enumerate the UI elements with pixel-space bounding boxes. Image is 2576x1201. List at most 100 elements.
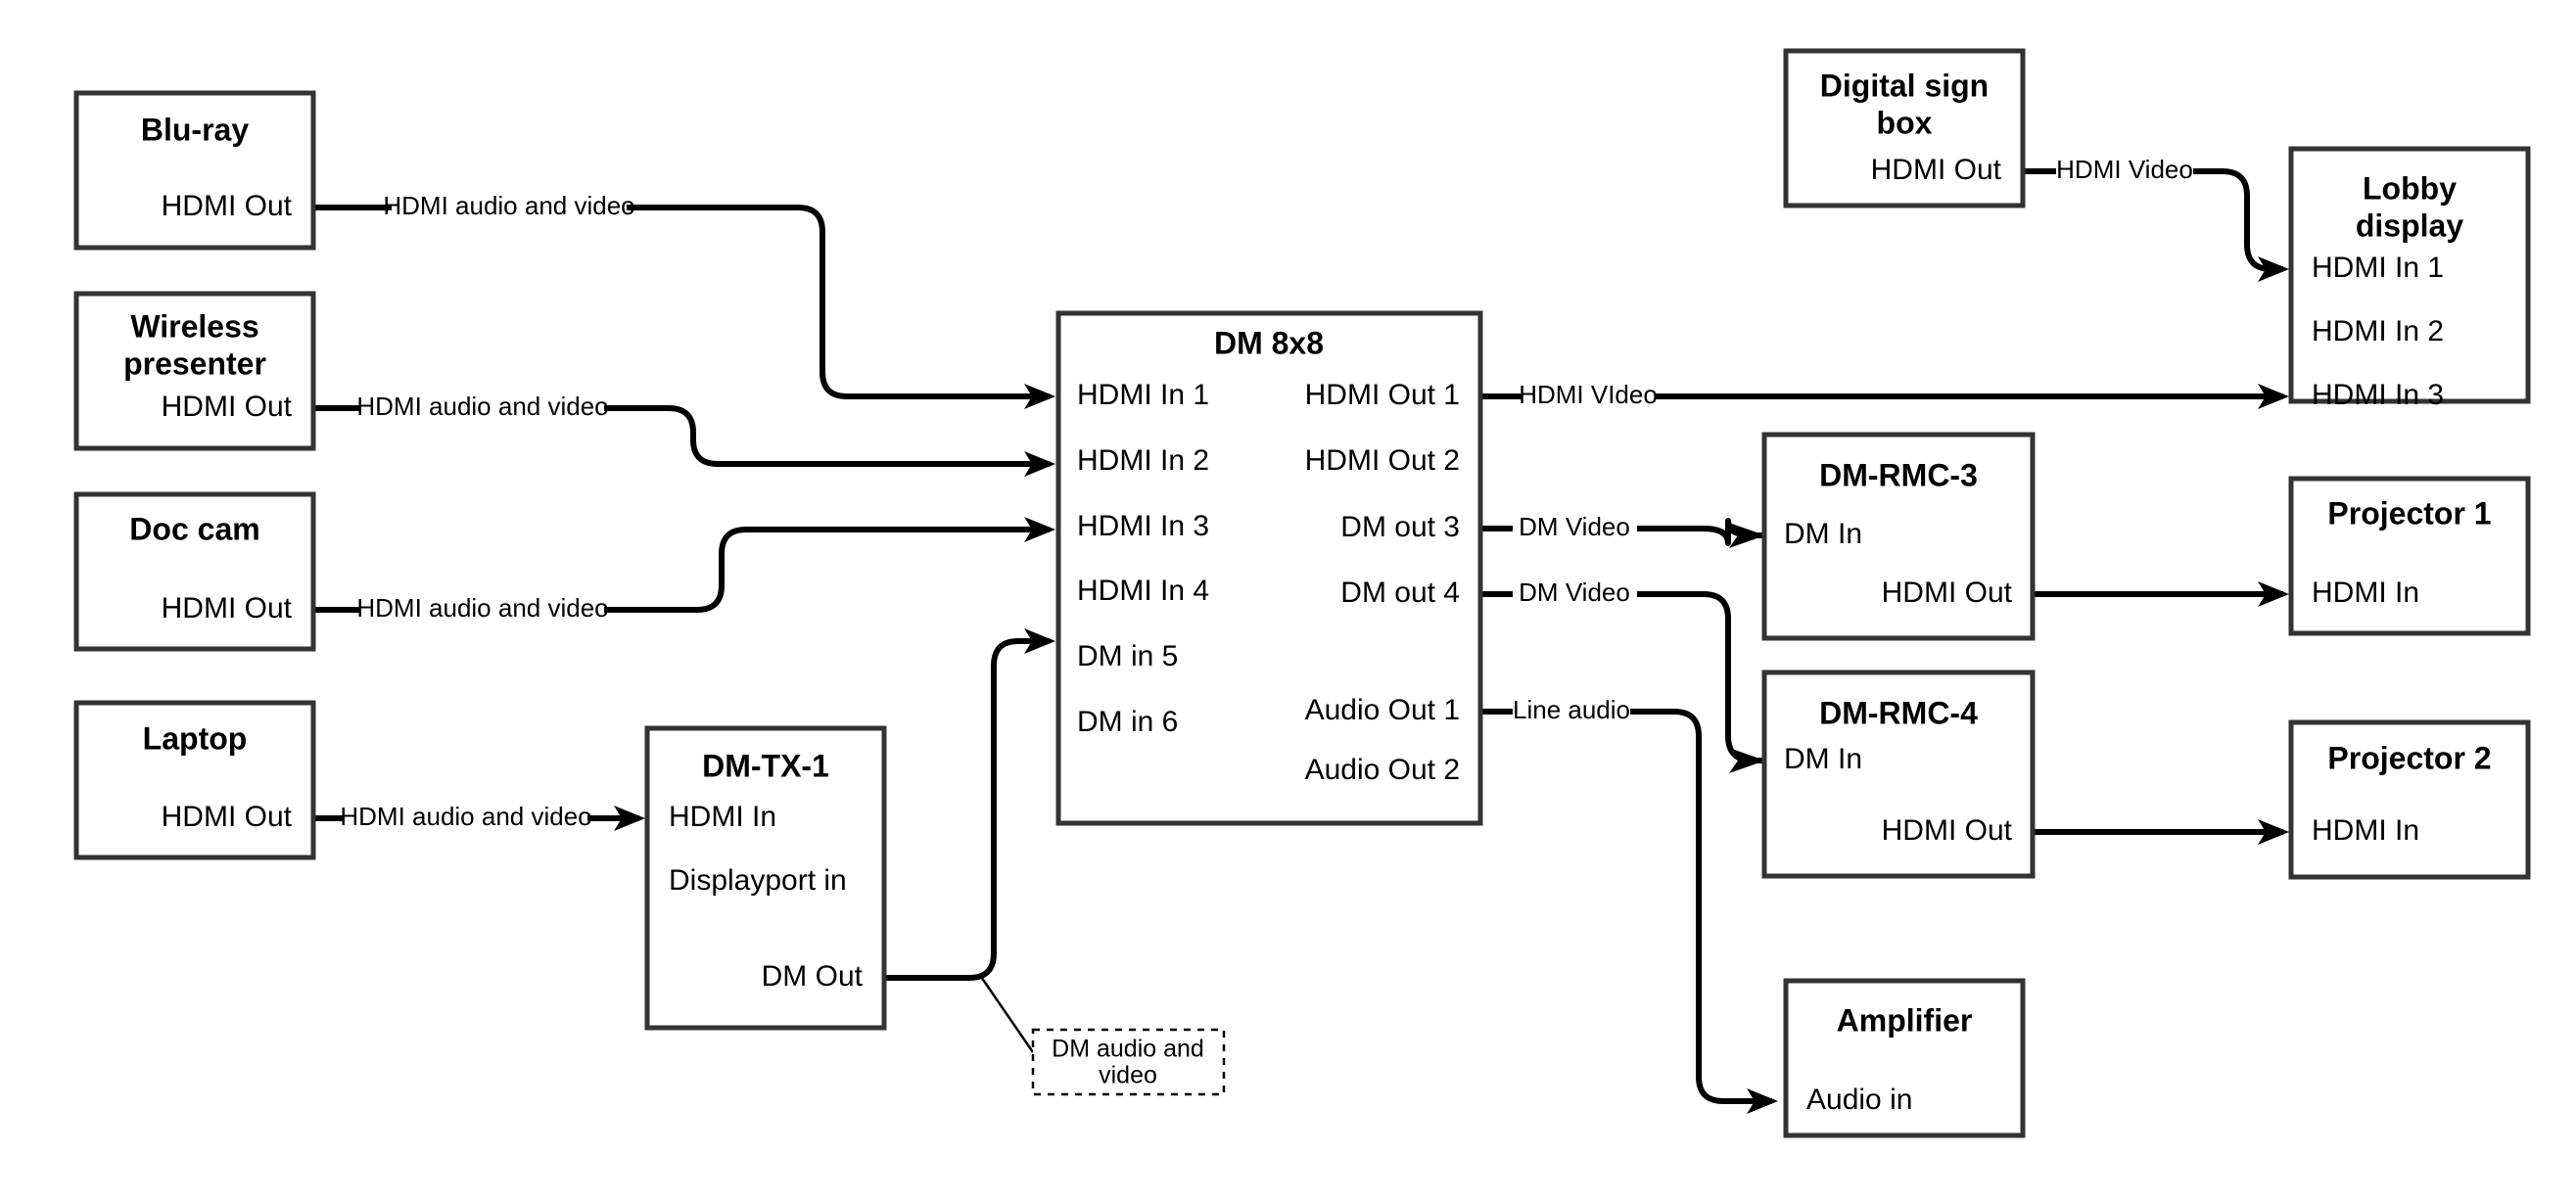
port-lobby-hdmi-in-1: HDMI In 1 (2312, 252, 2444, 284)
node-dm-rmc-3-box[interactable] (1761, 432, 2036, 641)
port-dm8x8-dm-in-5: DM in 5 (1077, 640, 1178, 672)
node-digital-sign-title-line1: Digital sign (1820, 68, 1989, 103)
node-dm-8x8-box[interactable] (1055, 310, 1483, 826)
node-dm-tx-1-box[interactable] (644, 725, 887, 1031)
node-projector-1-box[interactable] (2288, 476, 2531, 636)
port-bluray-hdmi-out: HDMI Out (162, 190, 293, 222)
node-dm-tx-1[interactable]: DM-TX-1 HDMI In Displayport in DM Out (644, 725, 887, 1031)
node-laptop-title: Laptop (143, 720, 248, 756)
arrow-head-icon (2258, 581, 2289, 607)
node-doc-cam[interactable]: Doc cam HDMI Out (73, 491, 316, 652)
arrow-head-icon (2258, 384, 2289, 409)
arrow-head-icon (1024, 517, 1055, 542)
port-rmc4-dm-in: DM In (1784, 743, 1862, 775)
edge-label-dm-video-4: DM Video (1519, 577, 1630, 607)
edge-path (884, 638, 1050, 981)
edge-label-hdmi-video-sign: HDMI Video (2056, 155, 2193, 184)
port-dmtx1-hdmi-in: HDMI In (669, 801, 776, 833)
node-digital-sign-title-line2: box (1877, 105, 1933, 140)
node-lobby-display-box[interactable] (2288, 146, 2531, 404)
node-doc-cam-title: Doc cam (129, 511, 259, 546)
edge-path (2193, 168, 2283, 272)
node-projector-1[interactable]: Projector 1 HDMI In (2288, 476, 2531, 636)
arrow-head-icon (2258, 256, 2289, 282)
port-projector-2-hdmi-in: HDMI In (2312, 814, 2419, 847)
node-dm-tx-1-title: DM-TX-1 (702, 748, 829, 783)
port-dm8x8-hdmi-in-1: HDMI In 1 (1077, 379, 1209, 411)
edge-doccam-to-dm8x8: HDMI audio and video (313, 517, 1055, 623)
node-wireless-presenter-box[interactable] (73, 291, 316, 451)
node-digital-sign-box-box[interactable] (1783, 48, 2026, 208)
node-projector-2-title: Projector 2 (2327, 740, 2491, 775)
node-wireless-presenter[interactable]: Wireless presenter HDMI Out (73, 291, 316, 451)
edge-wireless-to-dm8x8: HDMI audio and video (313, 392, 1055, 477)
port-rmc4-hdmi-out: HDMI Out (1882, 814, 2013, 847)
edge-path (604, 405, 1050, 467)
node-dm-rmc-4[interactable]: DM-RMC-4 DM In HDMI Out (1761, 670, 2036, 879)
arrow-head-icon (2258, 819, 2289, 845)
node-digital-sign-box[interactable]: Digital sign box HDMI Out (1783, 48, 2026, 208)
node-amplifier-box[interactable] (1783, 978, 2026, 1138)
node-lobby-title-line2: display (2356, 208, 2463, 243)
arrow-head-icon (1024, 451, 1055, 477)
port-wireless-hdmi-out: HDMI Out (162, 391, 293, 423)
port-rmc3-hdmi-out: HDMI Out (1882, 577, 2013, 609)
port-amplifier-audio-in: Audio in (1806, 1084, 1912, 1116)
port-dm8x8-audio-out-1: Audio Out 1 (1305, 694, 1460, 726)
edge-label-line-audio: Line audio (1513, 695, 1630, 724)
node-doc-cam-box[interactable] (73, 491, 316, 652)
node-amplifier-title: Amplifier (1837, 1002, 1973, 1038)
arrow-head-icon (1747, 1088, 1778, 1114)
edge-bluray-to-dm8x8: HDMI audio and video (313, 191, 1055, 409)
node-projector-2[interactable]: Projector 2 HDMI In (2288, 719, 2531, 880)
edge-label-laptop: HDMI audio and video (340, 802, 591, 831)
arrow-head-icon (1024, 628, 1055, 654)
node-lobby-title-line1: Lobby (2363, 170, 2457, 206)
edge-dm8x8-to-lobby: HDMI VIdeo (1480, 380, 2289, 409)
edge-signbox-to-lobby: HDMI Video (2023, 155, 2289, 282)
port-dm8x8-hdmi-in-2: HDMI In 2 (1077, 444, 1209, 477)
port-projector-1-hdmi-in: HDMI In (2312, 577, 2419, 609)
port-lobby-hdmi-in-2: HDMI In 2 (2312, 315, 2444, 347)
edge-path (604, 527, 1050, 613)
edge-rmc4-to-projector2 (2033, 819, 2289, 845)
node-bluray-title: Blu-ray (141, 112, 249, 147)
port-dm8x8-hdmi-out-1: HDMI Out 1 (1305, 379, 1460, 411)
node-laptop-box[interactable] (73, 700, 316, 860)
node-bluray[interactable]: Blu-ray HDMI Out (73, 90, 316, 251)
node-wireless-title-line2: presenter (123, 346, 266, 381)
port-signbox-hdmi-out: HDMI Out (1871, 154, 2002, 186)
port-dmtx1-displayport-in: Displayport in (669, 864, 847, 897)
edge-label-wireless: HDMI audio and video (356, 392, 608, 421)
node-laptop[interactable]: Laptop HDMI Out (73, 700, 316, 860)
edge-path (1630, 709, 1772, 1104)
port-dm8x8-dm-out-4: DM out 4 (1340, 577, 1460, 609)
port-doc-cam-hdmi-out: HDMI Out (162, 592, 293, 624)
edge-dm8x8-to-amplifier: Line audio (1480, 695, 1778, 1114)
node-dm-rmc-3-title: DM-RMC-3 (1819, 457, 1978, 492)
edge-label-doccam: HDMI audio and video (356, 593, 608, 623)
callout-label-line1: DM audio and (1052, 1036, 1204, 1063)
port-laptop-hdmi-out: HDMI Out (162, 801, 293, 833)
node-dm-rmc-4-title: DM-RMC-4 (1819, 695, 1978, 730)
port-lobby-hdmi-in-3: HDMI In 3 (2312, 379, 2444, 411)
arrow-head-icon (1729, 748, 1765, 773)
node-dm-8x8[interactable]: DM 8x8 HDMI In 1 HDMI In 2 HDMI In 3 HDM… (1055, 310, 1483, 826)
port-dm8x8-audio-out-2: Audio Out 2 (1305, 754, 1460, 786)
edge-dm8x8-to-rmc4: DM Video (1480, 577, 1765, 773)
arrow-head-icon (1024, 384, 1055, 409)
node-dm-rmc-3[interactable]: DM-RMC-3 DM In HDMI Out (1761, 432, 2036, 641)
callout-label-line2: video (1099, 1062, 1157, 1089)
node-dm-rmc-4-box[interactable] (1761, 670, 2036, 879)
port-dmtx1-dm-out: DM Out (762, 960, 864, 993)
arrow-head-icon (1729, 523, 1765, 548)
node-lobby-display[interactable]: Lobby display HDMI In 1 HDMI In 2 HDMI I… (2288, 146, 2531, 411)
edge-dm8x8-to-rmc3: DM Video (1480, 512, 1765, 548)
node-projector-1-title: Projector 1 (2327, 495, 2491, 531)
node-amplifier[interactable]: Amplifier Audio in (1783, 978, 2026, 1138)
node-bluray-box[interactable] (73, 90, 316, 251)
node-projector-2-box[interactable] (2288, 719, 2531, 880)
port-dm8x8-dm-in-6: DM in 6 (1077, 706, 1178, 738)
